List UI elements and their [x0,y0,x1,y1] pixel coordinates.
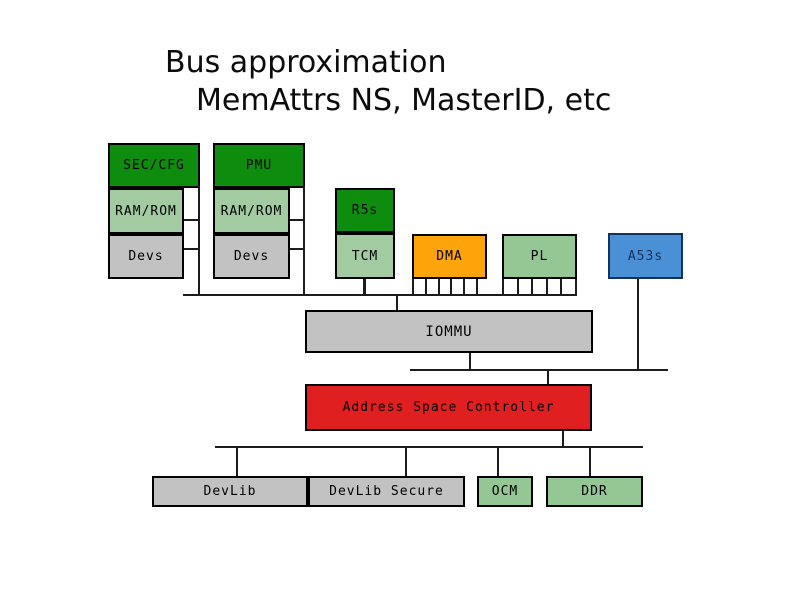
bus-line-middle [410,369,668,371]
pl-tick [531,279,533,296]
iommu-in-connector [396,296,398,310]
page-title: Bus approximation [165,45,447,80]
node-address-space-controller: Address Space Controller [305,384,592,431]
ddr-connector [589,448,591,476]
iommu-out-connector [469,353,471,370]
node-pl: PL [502,234,577,279]
node-iommu: IOMMU [305,310,593,353]
dma-tick [412,279,414,296]
stack2-riser-line [303,186,305,296]
stack2-tick-ram [290,219,305,221]
asc-out-connector [562,431,564,446]
stack1-riser-line [198,186,200,296]
node-ocm: OCM [477,476,533,507]
node-tcm: TCM [335,233,395,279]
dma-tick [476,279,478,296]
dma-tick [438,279,440,296]
node-dma: DMA [412,234,487,279]
node-devlib-secure: DevLib Secure [308,476,465,507]
pl-tick [560,279,562,296]
a53s-connector [637,279,639,371]
pl-tick [517,279,519,296]
dma-tick [450,279,452,296]
node-sec-cfg: SEC/CFG [108,143,200,188]
ocm-connector [497,448,499,476]
bus-line-upper [183,294,577,296]
dma-tick [425,279,427,296]
node-r5s: R5s [335,188,395,233]
node-devs-1: Devs [108,234,184,279]
pl-tick [546,279,548,296]
stack1-tick-devs [184,248,200,250]
tcm-connector [363,279,366,296]
page-subtitle: MemAttrs NS, MasterID, etc [196,83,612,118]
pl-tick [502,279,504,296]
node-a53s: A53s [608,233,683,279]
bus-line-lower [215,446,643,448]
node-ddr: DDR [546,476,643,507]
devlib-connector [236,448,238,476]
pl-tick [575,279,577,296]
node-devlib: DevLib [152,476,308,507]
node-devs-2: Devs [213,234,290,279]
dma-tick [463,279,465,296]
node-ram-rom-2: RAM/ROM [213,188,290,234]
stack1-tick-ram [184,219,200,221]
node-pmu: PMU [213,143,305,188]
asc-in-connector [547,371,549,384]
stack2-tick-devs [290,248,305,250]
node-ram-rom-1: RAM/ROM [108,188,184,234]
devlib-secure-connector [405,448,407,476]
